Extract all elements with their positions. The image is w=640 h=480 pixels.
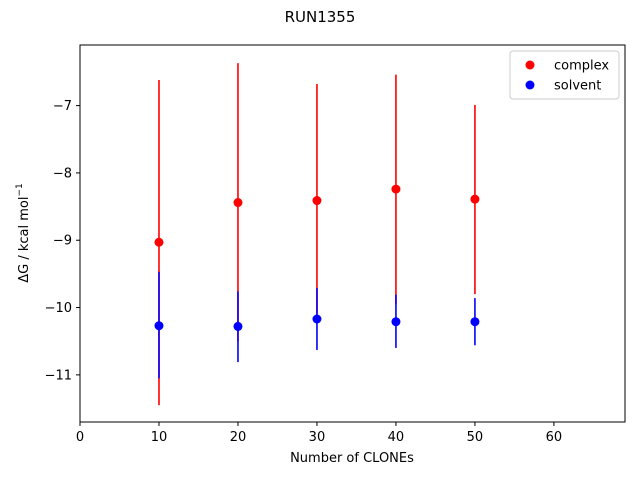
- y-axis-label-sup: −1: [15, 183, 25, 196]
- x-tick-label-5: 50: [467, 430, 484, 445]
- point-complex-4: [470, 194, 480, 204]
- point-complex-0: [154, 237, 164, 247]
- point-solvent-4: [470, 317, 480, 327]
- point-solvent-2: [312, 314, 322, 324]
- x-tick-label-6: 60: [546, 430, 563, 445]
- legend-label-solvent: solvent: [554, 79, 601, 94]
- legend-box: [509, 50, 620, 100]
- point-complex-1: [233, 198, 243, 208]
- plot-frame: [79, 44, 626, 423]
- y-axis-label: ΔG / kcal mol−1: [15, 183, 32, 283]
- point-complex-3: [391, 184, 401, 194]
- point-solvent-0: [154, 321, 164, 331]
- x-tick-label-1: 10: [151, 430, 168, 445]
- x-tick-label-4: 40: [388, 430, 405, 445]
- y-tick-label-3: −8: [53, 166, 72, 181]
- legend-label-complex: complex: [554, 59, 609, 74]
- chart-title: RUN1355: [285, 8, 356, 26]
- y-tick-label-2: −9: [53, 234, 72, 249]
- legend-marker-complex: [525, 60, 535, 70]
- x-tick-label-3: 30: [309, 430, 326, 445]
- point-complex-2: [312, 196, 322, 206]
- legend-marker-solvent: [525, 80, 535, 90]
- y-tick-label-4: −7: [53, 99, 72, 114]
- legend: complex solvent: [509, 50, 620, 100]
- x-tick-label-0: 0: [76, 430, 84, 445]
- point-solvent-1: [233, 321, 243, 331]
- x-axis-label: Number of CLONEs: [290, 451, 414, 466]
- plot-area: 0 10 20 30 40 50 60 −11 −10 −9 −8 −7: [45, 44, 626, 445]
- y-tick-label-1: −10: [45, 301, 72, 316]
- point-solvent-3: [391, 317, 401, 327]
- x-tick-label-2: 20: [230, 430, 247, 445]
- y-tick-label-0: −11: [45, 368, 72, 383]
- y-axis-label-main: ΔG / kcal mol: [17, 197, 32, 283]
